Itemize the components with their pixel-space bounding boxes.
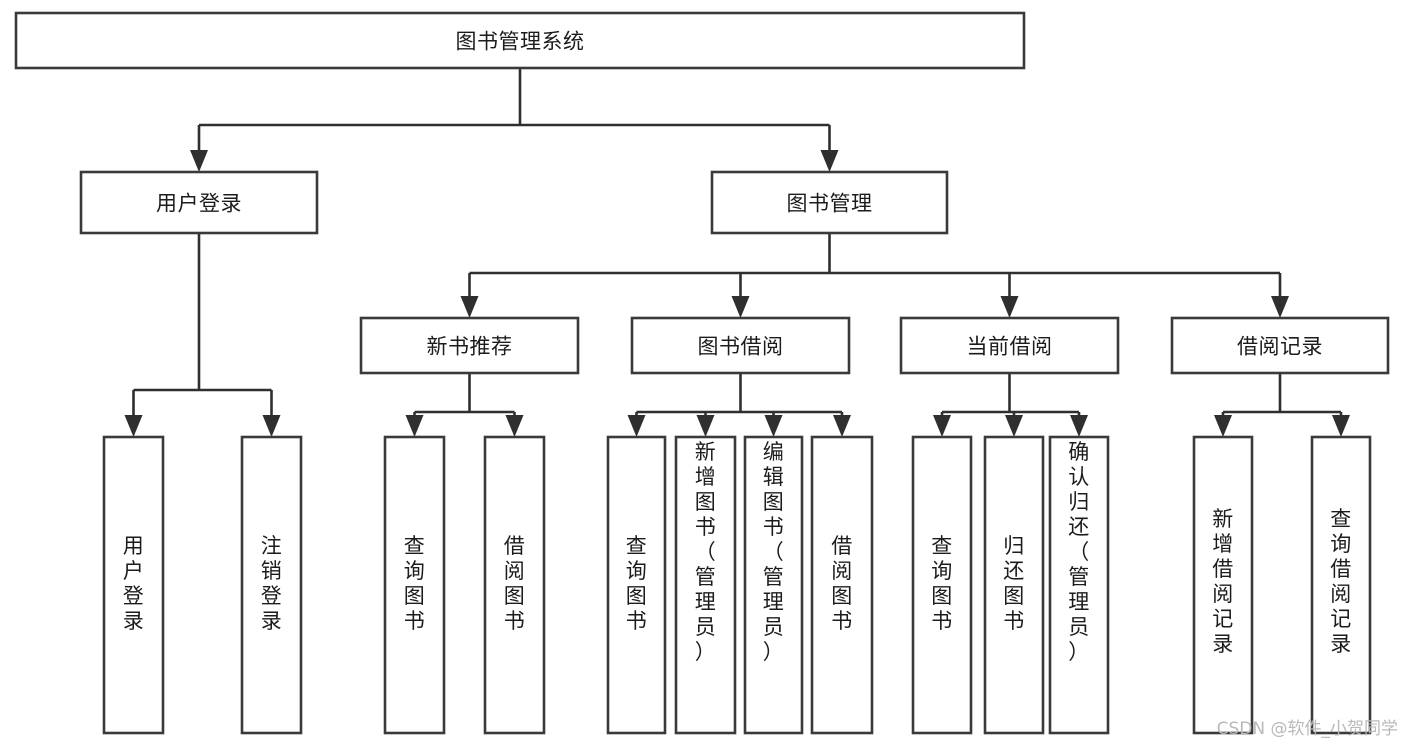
node-book-borrow[interactable]: 图书借阅 [630,316,851,375]
connector-arrowhead-icon [933,415,951,437]
node-leaf-query-book-current[interactable]: 查询图书 [911,435,973,735]
connector-arrowhead-icon [1332,415,1350,437]
node-book-borrow-label: 图书借阅 [698,335,784,359]
connector-arrowhead-icon [764,415,783,437]
node-leaf-query-book-borrow-box[interactable] [606,435,667,735]
connectors-layer [124,68,1350,437]
node-leaf-edit-book-admin-label: 编辑图书（管理员） [763,440,785,664]
node-leaf-return-book-box[interactable] [983,435,1045,735]
node-leaf-borrow-book-recommend-label: 借阅图书 [504,534,526,633]
node-leaf-query-book-current-label: 查询图书 [931,534,953,633]
node-leaf-borrow-book-borrow[interactable]: 借阅图书 [810,435,874,735]
node-borrow-record-label: 借阅记录 [1237,335,1323,359]
node-new-book-recommend[interactable]: 新书推荐 [359,316,580,375]
node-leaf-logout-login-box[interactable] [240,435,303,735]
node-leaf-query-book-borrow[interactable]: 查询图书 [606,435,667,735]
node-leaf-query-book-borrow-label: 查询图书 [626,534,648,633]
node-new-book-recommend-box[interactable] [359,316,580,375]
connector-arrowhead-icon [262,415,281,437]
node-user-login-label: 用户登录 [156,192,242,216]
connector-arrowhead-icon [833,415,851,437]
connector-arrowhead-icon [1000,296,1019,318]
node-user-login[interactable]: 用户登录 [79,170,319,235]
node-leaf-user-login-box[interactable] [102,435,165,735]
node-leaf-borrow-book-recommend[interactable]: 借阅图书 [483,435,546,735]
node-leaf-query-borrow-record[interactable]: 查询借阅记录 [1310,435,1372,735]
node-leaf-user-login-label: 用户登录 [123,534,145,633]
connector-arrowhead-icon [460,296,479,318]
connector-arrowhead-icon [1070,415,1088,437]
node-user-login-box[interactable] [79,170,319,235]
node-leaf-logout-login[interactable]: 注销登录 [240,435,303,735]
node-leaf-query-book-recommend[interactable]: 查询图书 [383,435,446,735]
node-leaf-add-borrow-record-label: 新增借阅记录 [1212,507,1234,656]
node-book-borrow-box[interactable] [630,316,851,375]
node-leaf-query-borrow-record-label: 查询借阅记录 [1330,507,1352,656]
node-leaf-query-book-recommend-box[interactable] [383,435,446,735]
connector-arrowhead-icon [405,415,424,437]
node-leaf-edit-book-admin[interactable]: 编辑图书（管理员） [743,435,804,735]
node-borrow-record-box[interactable] [1170,316,1390,375]
node-leaf-add-book-admin-box[interactable] [674,435,737,735]
node-leaf-borrow-book-borrow-box[interactable] [810,435,874,735]
node-leaf-edit-book-admin-box[interactable] [743,435,804,735]
connector-arrowhead-icon [820,150,839,172]
connector-arrowhead-icon [1214,415,1232,437]
node-book-management-box[interactable] [710,170,949,235]
node-borrow-record[interactable]: 借阅记录 [1170,316,1390,375]
node-leaf-borrow-book-borrow-label: 借阅图书 [831,534,853,633]
connector-arrowhead-icon [696,415,715,437]
node-book-management-label: 图书管理 [787,192,873,216]
node-leaf-query-borrow-record-box[interactable] [1310,435,1372,735]
node-leaf-add-book-admin[interactable]: 新增图书（管理员） [674,435,737,735]
node-leaf-return-book[interactable]: 归还图书 [983,435,1045,735]
node-leaf-add-borrow-record-box[interactable] [1192,435,1254,735]
connector-arrowhead-icon [627,415,646,437]
node-leaf-confirm-return-admin-label: 确认归还（管理员） [1068,440,1090,664]
node-leaf-confirm-return-admin[interactable]: 确认归还（管理员） [1048,435,1110,735]
node-leaf-user-login[interactable]: 用户登录 [102,435,165,735]
node-leaf-query-book-recommend-label: 查询图书 [404,534,426,633]
node-book-management[interactable]: 图书管理 [710,170,949,235]
connector-arrowhead-icon [190,150,208,172]
node-leaf-return-book-label: 归还图书 [1003,534,1025,633]
connector-arrowhead-icon [124,415,143,437]
connector-arrowhead-icon [731,296,750,318]
node-leaf-logout-login-label: 注销登录 [261,534,283,633]
node-leaf-add-book-admin-label: 新增图书（管理员） [695,440,717,664]
node-new-book-recommend-label: 新书推荐 [427,335,513,359]
node-boxes-layer: 图书管理系统用户登录图书管理新书推荐图书借阅当前借阅借阅记录用户登录注销登录查询… [14,11,1390,735]
node-leaf-confirm-return-admin-box[interactable] [1048,435,1110,735]
connector-arrowhead-icon [1271,296,1289,318]
node-current-borrow-label: 当前借阅 [967,335,1053,359]
node-root[interactable]: 图书管理系统 [14,11,1026,70]
node-root-label: 图书管理系统 [456,30,585,54]
node-current-borrow-box[interactable] [899,316,1120,375]
node-leaf-borrow-book-recommend-box[interactable] [483,435,546,735]
node-root-box[interactable] [14,11,1026,70]
connector-arrowhead-icon [1005,415,1023,437]
connector-arrowhead-icon [505,415,524,437]
node-leaf-query-book-current-box[interactable] [911,435,973,735]
node-leaf-add-borrow-record[interactable]: 新增借阅记录 [1192,435,1254,735]
node-current-borrow[interactable]: 当前借阅 [899,316,1120,375]
csdn-watermark: CSDN @软件_小贺同学 [1217,719,1398,739]
